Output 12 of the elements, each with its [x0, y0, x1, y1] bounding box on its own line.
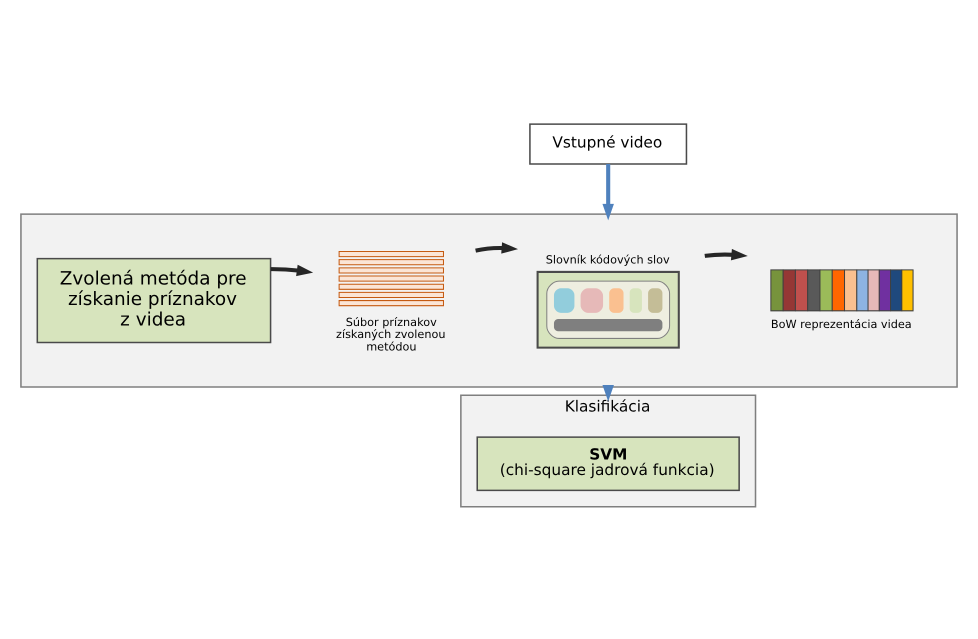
arrow — [475, 242, 518, 254]
node-label: Slovník kódových slov — [546, 254, 670, 267]
node-label: Súbor príznakov získaných zvolenou metódou — [336, 316, 446, 354]
cluster — [20, 213, 958, 388]
node-label: BoW reprezentácia videa — [770, 318, 912, 331]
arrow — [704, 248, 748, 260]
arrow — [602, 384, 614, 402]
node-box: Zvolená metóda pre získanie príznakov z videa — [36, 258, 272, 344]
arrow — [270, 264, 314, 276]
arrow — [602, 164, 614, 220]
node-box: Vstupné video — [529, 123, 688, 165]
node-box: SVM (chi-square jadrová funkcia) — [476, 436, 740, 492]
